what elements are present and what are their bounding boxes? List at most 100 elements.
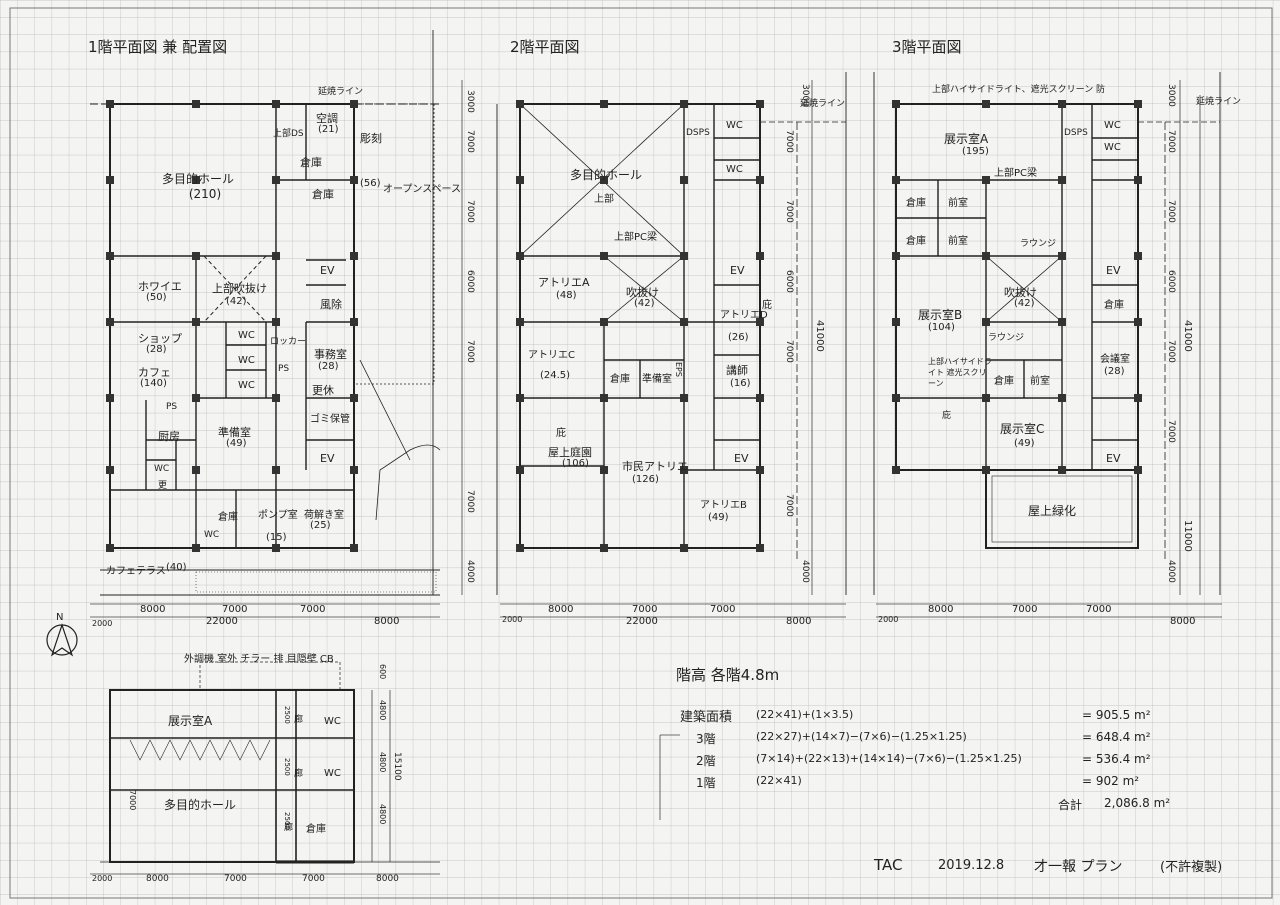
- f2-atelierC-area: (24.5): [540, 370, 571, 381]
- f1-wc3: WC: [238, 380, 255, 391]
- column-mark: [680, 252, 688, 260]
- column-mark: [600, 252, 608, 260]
- f1-pump: ポンプ室: [258, 510, 298, 521]
- f3-okujo: 屋上緑化: [1028, 504, 1077, 518]
- section-h-0: 600: [378, 664, 387, 680]
- section-inner-1: 2500: [283, 758, 291, 776]
- column-mark: [350, 100, 358, 108]
- f1-dim-2: 7000: [222, 604, 248, 615]
- footer-date: 2019.12.8: [938, 858, 1005, 873]
- f3-lounge2: ラウンジ: [988, 333, 1025, 343]
- footer-note: (不許複製): [1160, 860, 1223, 875]
- calc-sum-label: 合計: [1058, 798, 1083, 812]
- section-r3: 廊: [284, 823, 294, 833]
- calc-sum-val: 2,086.8 m²: [1104, 796, 1171, 810]
- f2-side-0: 3000: [800, 84, 810, 107]
- f2-wc1: WC: [726, 120, 743, 131]
- column-mark: [350, 466, 358, 474]
- section-wc1: WC: [324, 716, 341, 727]
- f3-tenjiA: 展示室A: [944, 132, 989, 146]
- f3-wc2: WC: [1104, 142, 1121, 153]
- f2-dim-total: 22000: [626, 616, 658, 627]
- f1-ensholine: 延焼ライン: [318, 87, 364, 97]
- f3-tenjiA-area: (195): [962, 146, 989, 157]
- f3-dim-3: 7000: [1086, 604, 1112, 615]
- f3-side-total: 41000: [1182, 320, 1193, 352]
- floor3-columns: [892, 100, 1142, 474]
- north-arrow-icon: [46, 623, 78, 657]
- column-mark: [192, 544, 200, 552]
- f1-dim-total: 22000: [206, 616, 238, 627]
- column-mark: [272, 252, 280, 260]
- f1-side-4: 7000: [465, 340, 475, 363]
- column-mark: [350, 252, 358, 260]
- calc-f3-val: = 648.4 m²: [1082, 730, 1151, 744]
- f3-mae3: 前室: [1030, 376, 1050, 387]
- section-bottom-4: 8000: [376, 874, 399, 884]
- section-h-2: 4800: [378, 752, 387, 773]
- section-h-3: 4800: [378, 804, 387, 825]
- section-h-1: 4800: [378, 700, 387, 721]
- section-bottom-2: 7000: [224, 874, 247, 884]
- f2-eps: EPS: [674, 362, 683, 377]
- floor2-title: 2階平面図: [510, 38, 580, 56]
- column-mark: [756, 176, 764, 184]
- column-mark: [680, 176, 688, 184]
- floor2-columns: [516, 100, 764, 552]
- f2-atelierA-area: (48): [556, 290, 577, 301]
- f1-side-2: 7000: [465, 200, 475, 223]
- f3-soko3: 倉庫: [1104, 300, 1124, 311]
- column-mark: [272, 544, 280, 552]
- column-mark: [106, 394, 114, 402]
- f2-atelierD-area: (26): [728, 332, 749, 343]
- section-room-upper: 展示室A: [168, 714, 213, 728]
- f2-hisashi: 庇: [556, 428, 566, 439]
- f1-shop-area: (28): [146, 344, 167, 355]
- column-mark: [106, 176, 114, 184]
- f2-dim-4: 8000: [786, 616, 812, 627]
- column-mark: [892, 100, 900, 108]
- column-mark: [680, 466, 688, 474]
- column-mark: [350, 544, 358, 552]
- f3-soko4: 倉庫: [994, 376, 1014, 387]
- f1-side-0: 3000: [465, 90, 475, 113]
- f1-side-1: 7000: [465, 130, 475, 153]
- column-mark: [1134, 318, 1142, 326]
- f2-atelierD: アトリエD: [720, 310, 768, 321]
- f2-okujo-area: (106): [562, 458, 589, 469]
- calc-f3-label: 3階: [696, 732, 716, 746]
- f2-dim-1: 8000: [548, 604, 574, 615]
- f1-side-3: 6000: [465, 270, 475, 293]
- f2-side-4: 7000: [784, 340, 794, 363]
- column-mark: [982, 394, 990, 402]
- column-mark: [1134, 100, 1142, 108]
- f2-shimin-area: (126): [632, 474, 659, 485]
- column-mark: [1058, 176, 1066, 184]
- f1-niage: 荷解き室: [304, 510, 344, 521]
- f2-wc2: WC: [726, 164, 743, 175]
- f1-dim-0: 2000: [92, 619, 113, 628]
- f3-side-1: 7000: [1166, 130, 1176, 153]
- calc-total-expr: (22×41)+(1×3.5): [756, 708, 854, 721]
- f1-foyer-area: (50): [146, 292, 167, 303]
- f1-hall-name: 多目的ホール: [162, 172, 235, 186]
- f1-kucho: 空調: [316, 112, 338, 125]
- f1-cafe-area: (140): [140, 378, 167, 389]
- f1-gomi: ゴミ保管: [310, 414, 350, 425]
- column-mark: [680, 100, 688, 108]
- f3-fukinuke-area: (42): [1014, 298, 1035, 309]
- f2-side-2: 7000: [784, 200, 794, 223]
- f3-dim-4: 8000: [1170, 616, 1196, 627]
- section-room-lower: 多目的ホール: [164, 798, 237, 812]
- f3-lounge: ラウンジ: [1020, 239, 1057, 249]
- f1-junbi: 準備室: [218, 426, 251, 439]
- f1-jobu-ds: 上部DS: [273, 129, 304, 139]
- f1-sara: 更: [158, 481, 168, 491]
- f3-dim-2: 7000: [1012, 604, 1038, 615]
- f1-side-6: 4000: [465, 560, 475, 583]
- column-mark: [350, 394, 358, 402]
- f1-open-space: オープンスペース: [383, 184, 461, 195]
- f2-side-5: 7000: [784, 494, 794, 517]
- f2-dim-0: 2000: [502, 615, 523, 624]
